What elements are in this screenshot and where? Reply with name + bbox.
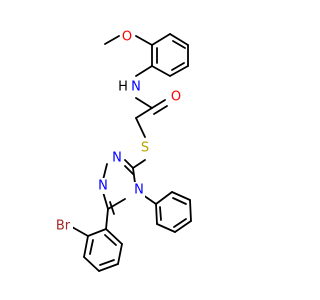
bond [173, 218, 187, 228]
bond [172, 40, 186, 49]
bond-s-c3 [132, 159, 146, 169]
atom-label-n-triazole-2: N [98, 179, 108, 194]
atom-label-n-amide: N [131, 80, 141, 95]
methoxyphenyl-ring [151, 33, 189, 77]
bond-c-o-double-b [153, 105, 168, 115]
bond [155, 191, 173, 205]
bond [156, 223, 176, 233]
bond [159, 206, 162, 221]
atom-label-bg [117, 79, 129, 95]
triazole-ring [102, 159, 136, 215]
atom-label-bg [111, 150, 123, 166]
bond [105, 228, 123, 245]
atom-label-o-carbonyl: O [171, 90, 181, 105]
atom-label-h-amide: H [118, 80, 128, 95]
bond-c-o-double-a [151, 99, 166, 109]
atom-label-n-triazole-1: N [112, 151, 122, 166]
bond-n-carbonyl [135, 97, 153, 109]
bond [169, 65, 189, 77]
bond [89, 239, 94, 255]
phenyl-ring [155, 191, 192, 233]
bond [169, 33, 189, 46]
atom-label-bg [139, 140, 151, 156]
bond-aryl-n [135, 65, 153, 77]
atom-label-bg [121, 29, 133, 45]
bond-o-ch3 [104, 35, 120, 45]
bond-c-br [71, 226, 89, 237]
bond [151, 65, 171, 77]
bond [83, 235, 89, 258]
bond-c5-aryl [105, 208, 109, 230]
bond [109, 201, 115, 215]
bond-ch2-s [135, 117, 146, 138]
bond [171, 191, 191, 201]
bond [102, 163, 108, 181]
bond [171, 62, 185, 71]
atom-label-bg [170, 89, 182, 105]
bond [151, 33, 171, 46]
atom-label-bg [130, 79, 142, 95]
bond [124, 165, 134, 175]
atom-label-bg [97, 178, 109, 194]
bond [104, 234, 117, 246]
bond-carbonyl-ch2 [135, 107, 153, 119]
bond [172, 197, 187, 205]
atom-label-bg [133, 182, 145, 198]
bond [189, 199, 192, 222]
bond [87, 228, 107, 237]
bond [117, 243, 123, 265]
bond [83, 256, 100, 272]
bromophenyl-ring [83, 228, 123, 272]
bond [107, 198, 126, 210]
bond [155, 203, 158, 225]
bond-n4-phenyl [142, 194, 157, 205]
atom-label-n-triazole-4: N [134, 183, 144, 198]
bond-c-o-methoxy [135, 35, 153, 46]
bond [132, 167, 136, 184]
atom-label-bg [53, 218, 73, 234]
bond [98, 263, 119, 272]
bond [124, 159, 134, 169]
bond [174, 220, 192, 233]
atom-label-o-methoxy: O [122, 30, 132, 45]
atom-label-s-thioether: S [141, 141, 149, 156]
bond [99, 259, 115, 266]
bond [102, 191, 109, 210]
atom-label-br: Br [56, 219, 71, 234]
